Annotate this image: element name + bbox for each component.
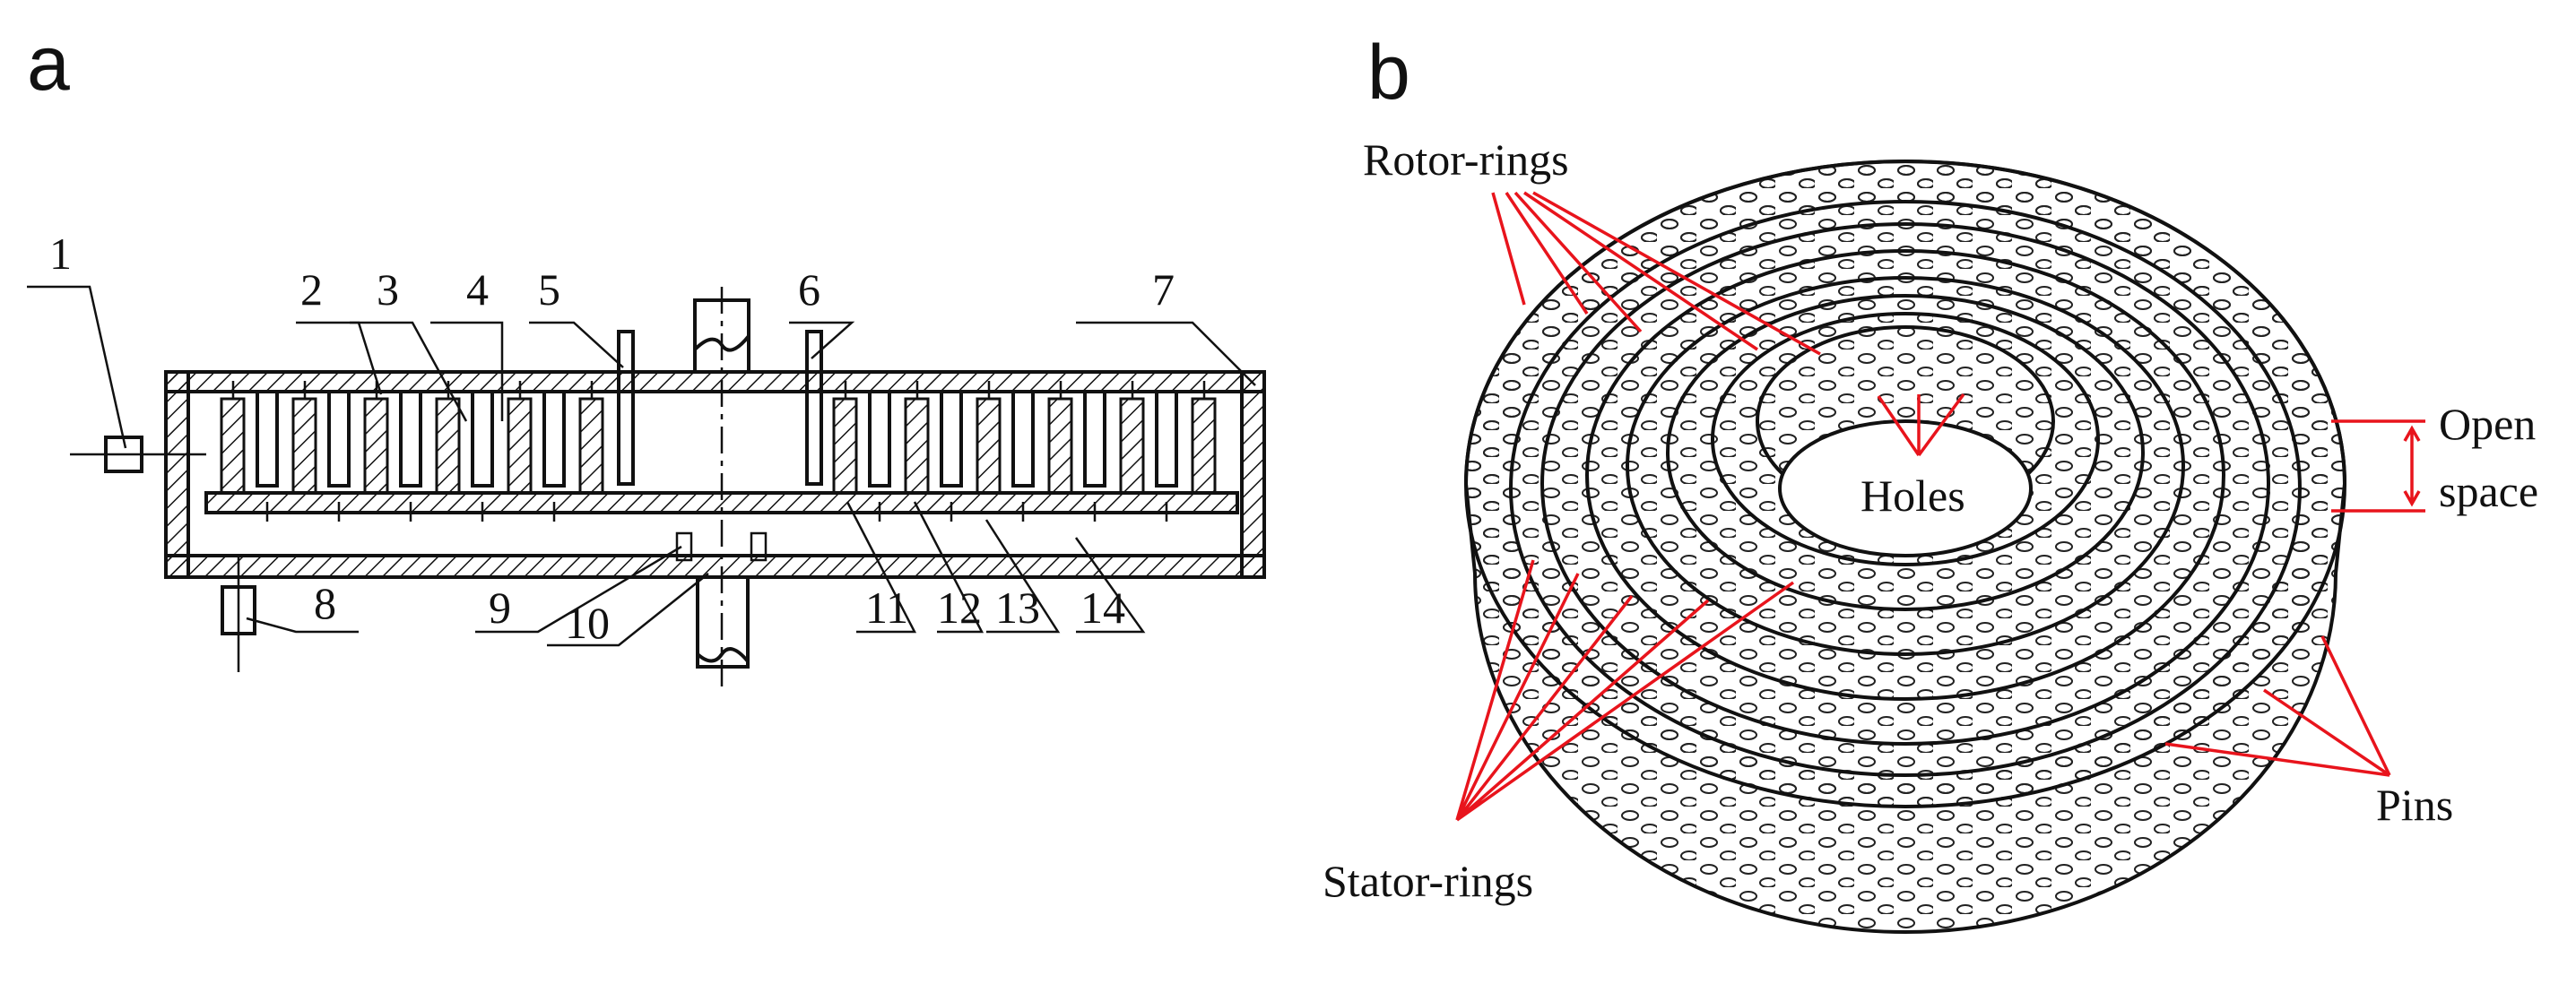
- part-number-13: 13: [995, 583, 1040, 633]
- rotor-ring: [868, 390, 891, 488]
- ring-assembly: [1463, 160, 2347, 934]
- housing-right-wall: [1240, 370, 1266, 579]
- space-label: space: [2439, 466, 2538, 516]
- ring-set: [220, 390, 1217, 495]
- part-numbers: 1 2 3 4 5 6 7 8 9 10 11 12 13 14: [49, 229, 1175, 648]
- seal-right: [750, 531, 768, 562]
- panel-a: a: [27, 21, 1266, 690]
- stator-ring: [578, 397, 604, 495]
- part-number-4: 4: [466, 264, 489, 315]
- rotor-ring: [471, 390, 494, 488]
- stator-ring: [1191, 397, 1217, 495]
- annotation-arrows: [1455, 191, 2425, 822]
- holes-label: Holes: [1860, 470, 1965, 521]
- stator-ring: [1119, 397, 1145, 495]
- rotor-ring: [1155, 390, 1178, 488]
- part-number-6: 6: [798, 264, 820, 315]
- mixer-cross-section: [70, 287, 1266, 690]
- housing-left-wall: [164, 370, 190, 579]
- seal-left: [675, 531, 693, 562]
- rotor-ring: [1083, 390, 1106, 488]
- rotor-rings-arrows: [1491, 191, 1821, 356]
- pins: [231, 381, 1206, 522]
- part-number-12: 12: [937, 583, 982, 633]
- part-number-7: 7: [1152, 264, 1175, 315]
- stator-ring: [507, 397, 533, 495]
- panel-b-letter: b: [1367, 30, 1410, 116]
- shaft-break: [696, 647, 750, 663]
- stator-ring: [291, 397, 317, 495]
- part-number-8: 8: [314, 578, 336, 628]
- stator-ring: [220, 397, 246, 495]
- rotor-ring: [1011, 390, 1035, 488]
- part-number-11: 11: [865, 583, 908, 633]
- stator-ring: [904, 397, 930, 495]
- rotor-ring: [256, 390, 279, 488]
- stator-ring: [1047, 397, 1073, 495]
- part-number-3: 3: [377, 264, 399, 315]
- rotor-ring: [399, 390, 422, 488]
- housing-bottom-wall: [164, 554, 1266, 579]
- rotor-rings-label: Rotor-rings: [1363, 134, 1569, 185]
- part-number-14: 14: [1080, 583, 1125, 633]
- stator-rings-label: Stator-rings: [1323, 856, 1533, 906]
- part-number-10: 10: [565, 598, 610, 648]
- holes-arrows: [1877, 393, 1965, 457]
- housing-top-wall: [164, 370, 1266, 393]
- thermocouple-6: [805, 330, 823, 486]
- part-number-9: 9: [489, 583, 511, 633]
- panel-b: b: [1323, 30, 2538, 934]
- central-opening: [1778, 419, 2033, 557]
- stator-ring: [832, 397, 858, 495]
- stator-rings-arrows: [1455, 559, 1795, 822]
- pins-arrows: [2164, 635, 2391, 777]
- part-number-2: 2: [300, 264, 323, 315]
- rotor-ring: [327, 390, 351, 488]
- leader-lines: [27, 285, 1256, 647]
- pins-label: Pins: [2376, 780, 2453, 830]
- open-space-marker: [2331, 419, 2425, 513]
- stator-ring: [363, 397, 389, 495]
- part-number-1: 1: [49, 229, 72, 279]
- panel-a-letter: a: [27, 21, 70, 107]
- thermocouple-5: [617, 330, 635, 486]
- stator-ring: [976, 397, 1002, 495]
- stator-ring: [435, 397, 461, 495]
- panel-b-labels: Rotor-rings Holes Open space Pins Stator…: [1323, 134, 2538, 906]
- rotor-ring: [542, 390, 566, 488]
- part-number-5: 5: [538, 264, 560, 315]
- open-label: Open: [2439, 399, 2536, 449]
- rotor-ring: [940, 390, 963, 488]
